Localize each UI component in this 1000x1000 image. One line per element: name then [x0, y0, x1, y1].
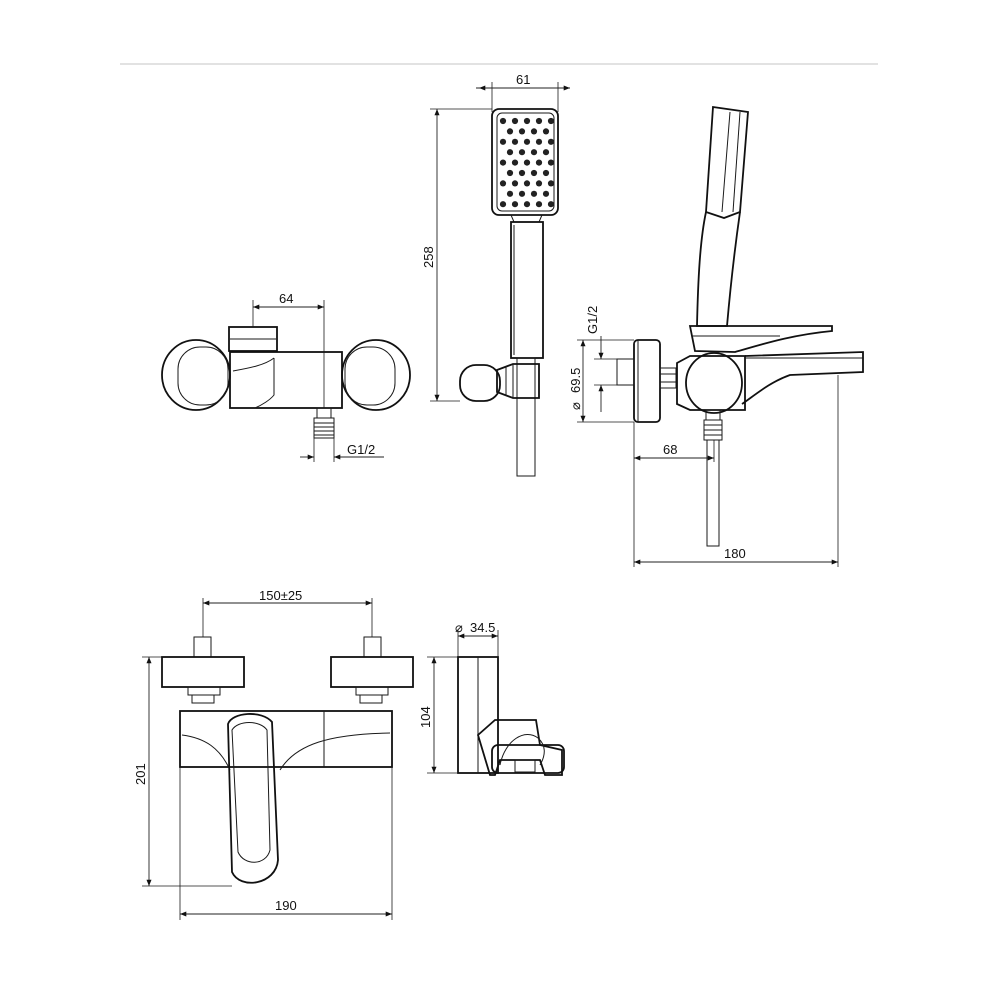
dim-label-bottom-width: 190 — [275, 898, 297, 913]
nozzle-hole — [530, 169, 538, 177]
nozzle-hole — [547, 138, 555, 145]
nozzle-hole — [506, 128, 514, 135]
nozzle-hole — [523, 201, 531, 208]
nozzle-hole — [542, 169, 550, 177]
handshower-hose — [516, 357, 536, 477]
nozzle-hole — [511, 201, 519, 208]
nozzle-hole — [547, 159, 555, 166]
bottom-body — [179, 710, 393, 884]
handshower-front-view: 61 258 — [421, 72, 570, 477]
nozzle-hole — [511, 180, 519, 187]
dim-label-front-spout-offset: 64 — [279, 291, 293, 306]
nozzle-hole — [518, 128, 526, 135]
nozzle-hole — [547, 117, 555, 125]
nozzle-hole — [530, 149, 538, 156]
handshower-holder — [459, 363, 540, 402]
bottom-right-flange — [330, 636, 414, 704]
dim-label-side-spout-offset: 68 — [663, 442, 677, 457]
nozzle-hole — [499, 180, 507, 187]
nozzle-hole — [518, 190, 526, 197]
nozzle-hole — [506, 169, 514, 177]
nozzle-hole — [511, 159, 519, 166]
nozzle-hole — [506, 149, 514, 156]
side-inlet-pipe — [616, 358, 635, 386]
front-view: 64 G1/2 — [161, 291, 411, 462]
nozzle-hole — [499, 201, 507, 208]
side-view: G1/2 ⌀ 69.5 68 180 — [568, 105, 864, 567]
dim-label-handshower-width: 61 — [516, 72, 530, 87]
nozzle-hole — [535, 159, 543, 166]
nozzle-hole — [535, 201, 543, 208]
holder-view: ⌀ 34.5 104 — [418, 620, 565, 776]
nozzle-hole — [523, 159, 531, 166]
bottom-view: 150±25 201 190 — [133, 588, 414, 920]
dim-label-holder-diameter: 34.5 — [470, 620, 495, 635]
side-handshower — [696, 105, 749, 327]
front-body — [229, 351, 343, 409]
nozzle-hole — [523, 138, 531, 145]
diameter-symbol-holder: ⌀ — [455, 620, 463, 635]
nozzle-hole — [547, 180, 555, 187]
handshower-nozzles — [499, 117, 555, 208]
dim-label-side-depth: 180 — [724, 546, 746, 561]
handshower-head — [491, 108, 559, 216]
nozzle-hole — [499, 117, 507, 125]
dim-label-bottom-height: 201 — [133, 763, 148, 785]
front-right-flange — [341, 339, 411, 411]
diameter-symbol-side: ⌀ — [568, 402, 583, 410]
handshower-handle — [510, 221, 544, 359]
nozzle-hole — [530, 190, 538, 197]
dim-label-side-flange-diameter: 69.5 — [568, 368, 583, 393]
holder-clamp — [476, 719, 565, 776]
nozzle-hole — [535, 138, 543, 145]
nozzle-hole — [506, 190, 514, 197]
nozzle-hole — [511, 138, 519, 145]
nozzle-hole — [542, 149, 550, 156]
nozzle-hole — [518, 169, 526, 177]
side-connector — [703, 409, 723, 547]
dim-label-handshower-height: 258 — [421, 246, 436, 268]
bottom-left-flange — [161, 636, 245, 704]
nozzle-hole — [511, 117, 519, 125]
front-left-flange — [161, 339, 231, 411]
nozzle-hole — [547, 201, 555, 208]
front-connector — [313, 407, 335, 439]
nozzle-hole — [530, 128, 538, 135]
dim-label-bottom-centers: 150±25 — [259, 588, 302, 603]
dim-label-front-thread: G1/2 — [347, 442, 375, 457]
nozzle-hole — [523, 117, 531, 125]
nozzle-hole — [499, 138, 507, 145]
dim-label-side-thread: G1/2 — [585, 306, 600, 334]
nozzle-hole — [499, 159, 507, 166]
nozzle-hole — [523, 180, 531, 187]
nozzle-hole — [535, 180, 543, 187]
dim-label-holder-height: 104 — [418, 706, 433, 728]
front-lever — [228, 326, 278, 409]
nozzle-hole — [542, 190, 550, 197]
nozzle-hole — [542, 128, 550, 135]
nozzle-hole — [535, 117, 543, 125]
nozzle-hole — [518, 149, 526, 156]
side-body — [676, 325, 864, 414]
